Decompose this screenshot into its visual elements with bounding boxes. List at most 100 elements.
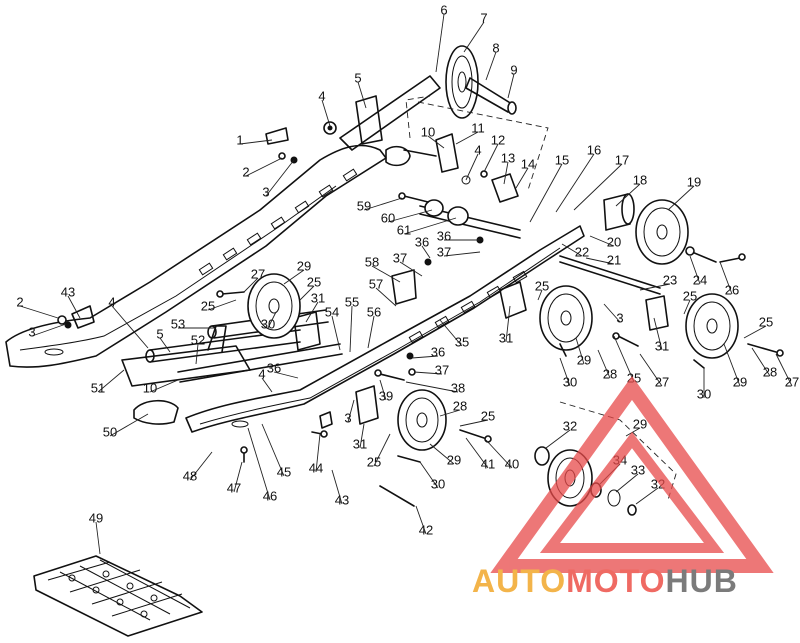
callout-c40: 40 [505,457,519,472]
callout-c60: 60 [381,211,395,226]
idler-wheel-29-a [247,273,301,339]
callout-c61: 61 [397,223,411,238]
leader-line-c59 [363,197,403,211]
callout-c25d: 25 [307,275,321,290]
leader-line-c8 [485,51,497,81]
leader-line-c51 [97,369,125,393]
callout-c25e: 25 [201,299,215,314]
callout-c29a: 29 [297,259,311,274]
callout-c57: 57 [369,277,383,292]
leader-line-c36c [273,371,299,379]
leader-line-c37c [413,371,443,375]
leader-line-c55 [349,305,353,353]
callout-c41: 41 [481,457,495,472]
leader-line-c2b [19,305,59,319]
callout-c27c: 27 [785,375,799,390]
callout-c28a: 28 [603,367,617,382]
bolts [57,152,784,507]
leader-line-c4a [321,99,331,127]
callout-c37c: 37 [435,363,449,378]
leader-line-c57 [375,287,397,307]
callout-c4a: 4 [318,89,325,104]
callout-c22: 22 [575,245,589,260]
leader-line-c20 [589,235,615,247]
callout-c30d: 30 [431,477,445,492]
callout-c59: 59 [357,199,371,214]
callout-c31d: 31 [353,437,367,452]
callout-c23: 23 [663,273,677,288]
leader-line-c29a [283,269,305,285]
callout-c47: 47 [227,481,241,496]
idler-wheel-29-c [685,293,739,359]
leader-line-c60 [387,209,433,223]
callout-c5a: 5 [354,71,361,86]
leader-line-c38 [405,381,459,393]
left-slide-rail [5,121,387,368]
callout-c4b: 4 [474,143,481,158]
callout-c3a: 3 [262,185,269,200]
callout-c50: 50 [103,425,117,440]
callout-c36d: 36 [431,345,445,360]
callout-c30b: 30 [563,375,577,390]
callout-c25c: 25 [759,315,773,330]
leader-line-c22 [561,243,583,257]
callout-c14: 14 [521,157,535,172]
callout-c36b: 36 [415,235,429,250]
callout-c28c: 28 [453,399,467,414]
leader-line-c31d [359,423,365,449]
callout-c43b: 43 [335,493,349,508]
callout-c51: 51 [91,381,105,396]
leader-line-c58 [371,265,401,283]
leader-line-c10a [427,135,445,149]
leader-line-c27a [243,277,259,293]
cross-shafts [145,199,661,383]
callout-c32a: 32 [563,419,577,434]
callout-c54: 54 [325,305,339,320]
callout-c3d: 3 [344,411,351,426]
callout-c4d: 4 [258,367,265,382]
leader-line-c3b [603,303,621,323]
callout-c20: 20 [607,235,621,250]
leader-line-c36b [421,245,431,259]
callout-c17: 17 [615,153,629,168]
suspension-arms [121,173,669,425]
idler-wheel-29-b [539,285,593,351]
leader-line-c25c [743,325,767,339]
leader-line-c29c [723,343,741,387]
callout-c37b: 37 [393,251,407,266]
leader-line-c47 [233,461,243,493]
leader-line-c39 [379,379,387,401]
leader-line-c24 [689,255,701,285]
callout-c8: 8 [492,41,499,56]
leader-line-c48 [189,451,213,481]
callout-c24: 24 [693,273,707,288]
leader-line-c21 [585,257,615,265]
callout-c49: 49 [89,511,103,526]
leader-line-c42 [415,505,427,535]
leader-line-c13 [503,161,509,185]
callout-c25h: 25 [367,455,381,470]
callout-c33: 33 [631,463,645,478]
callout-c30a: 30 [261,317,275,332]
callout-c27a: 27 [251,267,265,282]
leader-line-c15 [529,163,563,223]
leader-line-c30b [559,357,571,387]
callout-c1: 1 [236,133,243,148]
callout-c56: 56 [367,305,381,320]
leader-line-c45 [261,423,285,477]
callout-c11: 11 [471,121,485,136]
callout-c48: 48 [183,469,197,484]
callout-c35: 35 [455,335,469,350]
watermark-auto-text: AUTOMOTOHUB [472,563,738,599]
skid-plate [33,555,203,637]
leader-line-c18 [615,183,641,207]
leader-line-c61 [403,217,457,235]
leader-line-c16 [555,153,595,213]
callout-c15: 15 [555,153,569,168]
leader-line-c28c [439,409,461,417]
callout-c25b: 25 [683,289,697,304]
watermark [490,376,774,573]
leader-line-c3d [347,399,355,423]
leader-line-c25d [299,285,315,301]
